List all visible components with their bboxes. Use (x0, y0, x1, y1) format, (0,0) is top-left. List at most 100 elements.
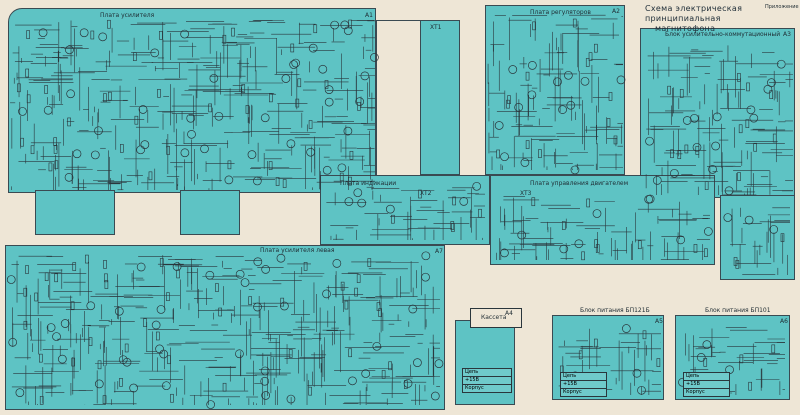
transistor-symbol (291, 58, 301, 68)
transistor-symbol (776, 59, 786, 69)
transistor-symbol (324, 85, 334, 94)
resistor-symbol (44, 272, 49, 281)
transistor-symbol (528, 61, 537, 70)
transistor-symbol (286, 139, 296, 149)
resistor-symbol (39, 396, 44, 405)
transistor-symbol (616, 75, 626, 85)
transistor-symbol (413, 358, 422, 367)
resistor-symbol (176, 269, 180, 279)
transistor-symbol (90, 150, 100, 160)
resistor-symbol (85, 254, 89, 264)
resistor-symbol (54, 273, 58, 283)
resistor-symbol (23, 320, 28, 330)
resistor-symbol (356, 274, 361, 283)
cassette-label: Кассета (481, 314, 507, 321)
resistor-symbol (48, 162, 53, 172)
transistor-symbol (15, 388, 25, 397)
transistor-symbol (98, 32, 108, 42)
resistor-symbol (34, 292, 38, 302)
resistor-symbol (538, 149, 542, 158)
resistor-symbol (748, 381, 752, 391)
transistor-symbol (348, 376, 357, 386)
resistor-symbol (693, 244, 698, 253)
resistor-symbol (134, 115, 139, 125)
resistor-symbol (677, 150, 682, 160)
transistor-symbol (261, 265, 271, 274)
transistor-symbol (430, 391, 440, 401)
psu2-pin-table: Цепь +15В Корпус (683, 372, 730, 397)
transistor-symbol (86, 301, 96, 311)
transistor-symbol (337, 163, 347, 173)
resistor-symbol (367, 258, 372, 267)
schematic-title: Схема электрическая принципиальная магни… (645, 4, 800, 34)
resistor-symbol (771, 344, 776, 354)
resistor-symbol (308, 120, 313, 129)
resistor-symbol (340, 281, 345, 291)
resistor-symbol (215, 283, 219, 292)
resistor-symbol (578, 350, 583, 360)
transistor-symbol (260, 376, 270, 386)
resistor-symbol (670, 149, 674, 159)
transistor-symbol (52, 332, 61, 341)
ref-xt3: XT3 (520, 190, 532, 197)
table-row: Цепь (463, 369, 511, 377)
table-row: +15В (561, 381, 606, 389)
transistor-symbol (517, 230, 527, 240)
resistor-symbol (746, 82, 750, 92)
resistor-symbol (20, 137, 24, 147)
transistor-symbol (122, 357, 132, 367)
resistor-symbol (97, 360, 102, 370)
resistor-symbol (637, 240, 642, 250)
transistor-symbol (553, 77, 562, 87)
resistor-symbol (53, 145, 58, 154)
resistor-symbol (613, 135, 618, 145)
resistor-symbol (532, 21, 536, 31)
transistor-symbol (156, 305, 166, 314)
transistor-symbol (434, 359, 444, 369)
resistor-symbol (354, 287, 358, 297)
resistor-symbol (268, 161, 273, 170)
transistor-symbol (355, 97, 365, 106)
table-row: Цепь (684, 373, 729, 381)
resistor-symbol (26, 30, 30, 39)
resistor-symbol (450, 221, 455, 230)
resistor-symbol (348, 176, 352, 186)
title-line-1: Схема электрическая принципиальная (645, 4, 743, 23)
transistor-symbol (767, 78, 776, 87)
transistor-symbol (43, 105, 53, 115)
ref-xt1: XT1 (430, 24, 442, 31)
ref-a5: А5 (655, 318, 663, 325)
resistor-symbol (738, 124, 743, 134)
resistor-symbol (23, 287, 28, 297)
resistor-symbol (25, 265, 29, 274)
resistor-symbol (303, 262, 308, 271)
transistor-symbol (361, 369, 371, 378)
transistor-symbol (38, 28, 48, 38)
transistor-symbol (187, 129, 196, 139)
resistor-symbol (695, 146, 700, 155)
resistor-symbol (54, 160, 59, 170)
transistor-symbol (724, 186, 734, 196)
resistor-symbol (391, 214, 395, 224)
amp-board-left-label: Плата усилителя левая (260, 247, 335, 254)
psu1-label: Блок питания БП121Б (580, 307, 650, 314)
transistor-symbol (289, 60, 299, 69)
resistor-symbol (735, 260, 740, 269)
transistor-symbol (180, 148, 190, 158)
transistor-symbol (343, 126, 353, 136)
resistor-symbol (745, 119, 750, 128)
ref-a6: А6 (780, 318, 788, 325)
transistor-symbol (253, 302, 262, 312)
resistor-symbol (295, 98, 300, 108)
transistor-symbol (324, 97, 334, 107)
resistor-symbol (282, 179, 287, 188)
transistor-symbol (276, 253, 286, 263)
resistor-symbol (156, 331, 160, 341)
resistor-symbol (780, 233, 785, 242)
transistor-symbol (723, 213, 733, 222)
transistor-symbol (403, 379, 413, 388)
resistor-symbol (348, 19, 352, 29)
resistor-symbol (227, 160, 232, 170)
transistor-symbol (344, 197, 354, 206)
transistor-symbol (209, 73, 219, 83)
